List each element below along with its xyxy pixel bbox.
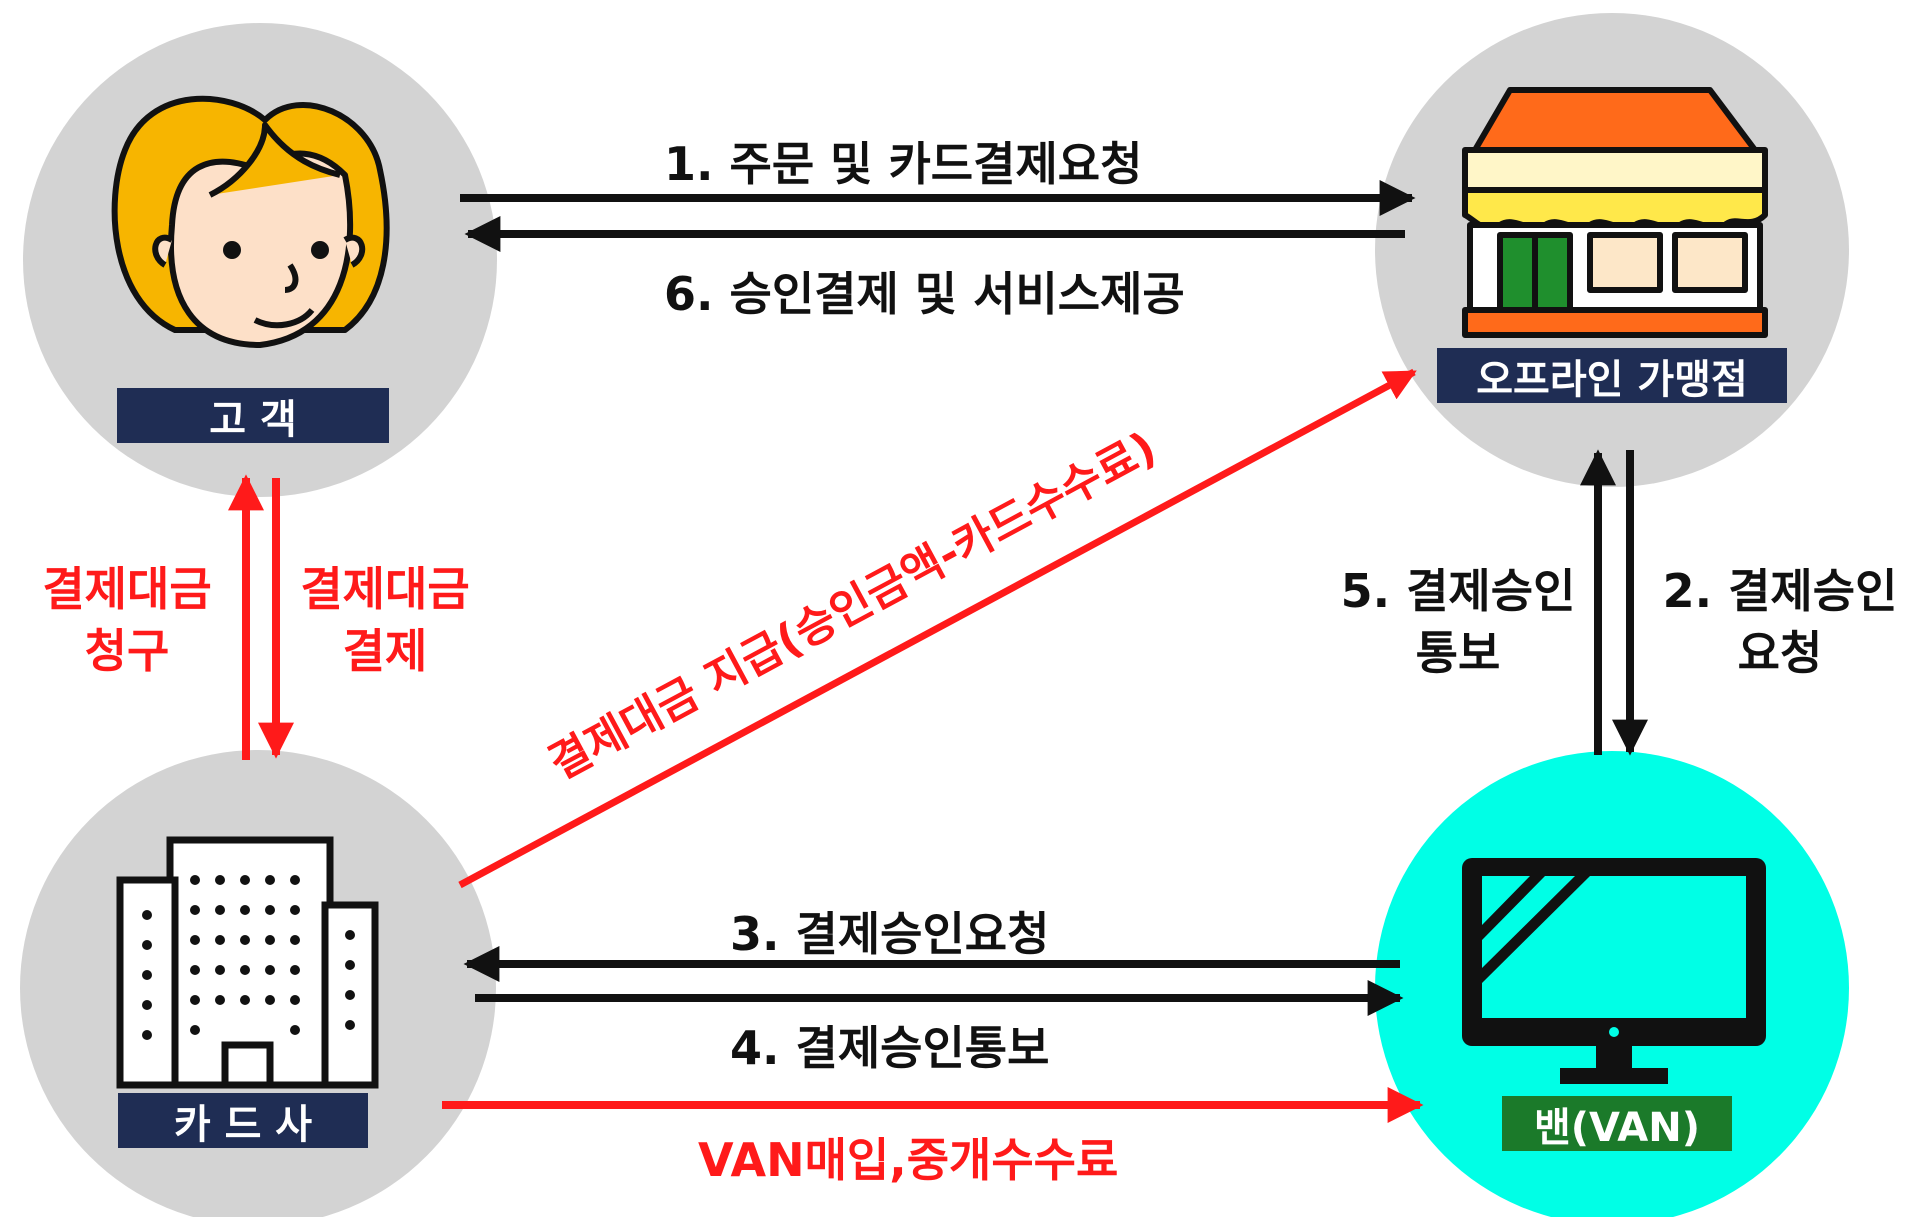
step1-label: 1. 주문 및 카드결제요청 [664, 137, 1143, 191]
bill-request-label: 결제대금 청구 [22, 558, 232, 682]
storefront-icon [1462, 87, 1768, 338]
customer-label: 고 객 [117, 388, 389, 443]
step2-label: 2. 결제승인 요청 [1655, 560, 1905, 684]
bill-request-line2: 청구 [84, 624, 170, 678]
monitor-icon [1462, 858, 1766, 1084]
step3-label: 3. 결제승인요청 [730, 907, 1050, 961]
office-building-icon [116, 836, 379, 1089]
step5-label: 5. 결제승인 통보 [1328, 560, 1588, 684]
step5-line1: 5. 결제승인 [1340, 564, 1576, 618]
merchant-label: 오프라인 가맹점 [1437, 348, 1787, 403]
merchant-label-text: 오프라인 가맹점 [1476, 356, 1748, 403]
bill-payment-line2: 결제 [342, 624, 428, 678]
arrow-settlement [458, 368, 1417, 889]
customer-label-text: 고 객 [209, 396, 297, 443]
van-label-text: 밴(VAN) [1533, 1104, 1701, 1151]
step2-line1: 2. 결제승인 [1662, 564, 1898, 618]
step4-label: 4. 결제승인통보 [730, 1021, 1050, 1075]
bill-payment-line1: 결제대금 [300, 562, 470, 616]
bill-request-line1: 결제대금 [42, 562, 212, 616]
step6-label: 6. 승인결제 및 서비스제공 [664, 267, 1185, 321]
bill-payment-label: 결제대금 결제 [280, 558, 490, 682]
step2-line2: 요청 [1737, 626, 1823, 680]
card-company-label-text: 카 드 사 [173, 1101, 313, 1148]
van-fee-label: VAN매입,중개수수료 [698, 1133, 1119, 1187]
step5-line2: 통보 [1415, 626, 1501, 680]
customer-face-icon [111, 95, 390, 348]
van-label: 밴(VAN) [1502, 1096, 1732, 1151]
card-company-label: 카 드 사 [118, 1093, 368, 1148]
